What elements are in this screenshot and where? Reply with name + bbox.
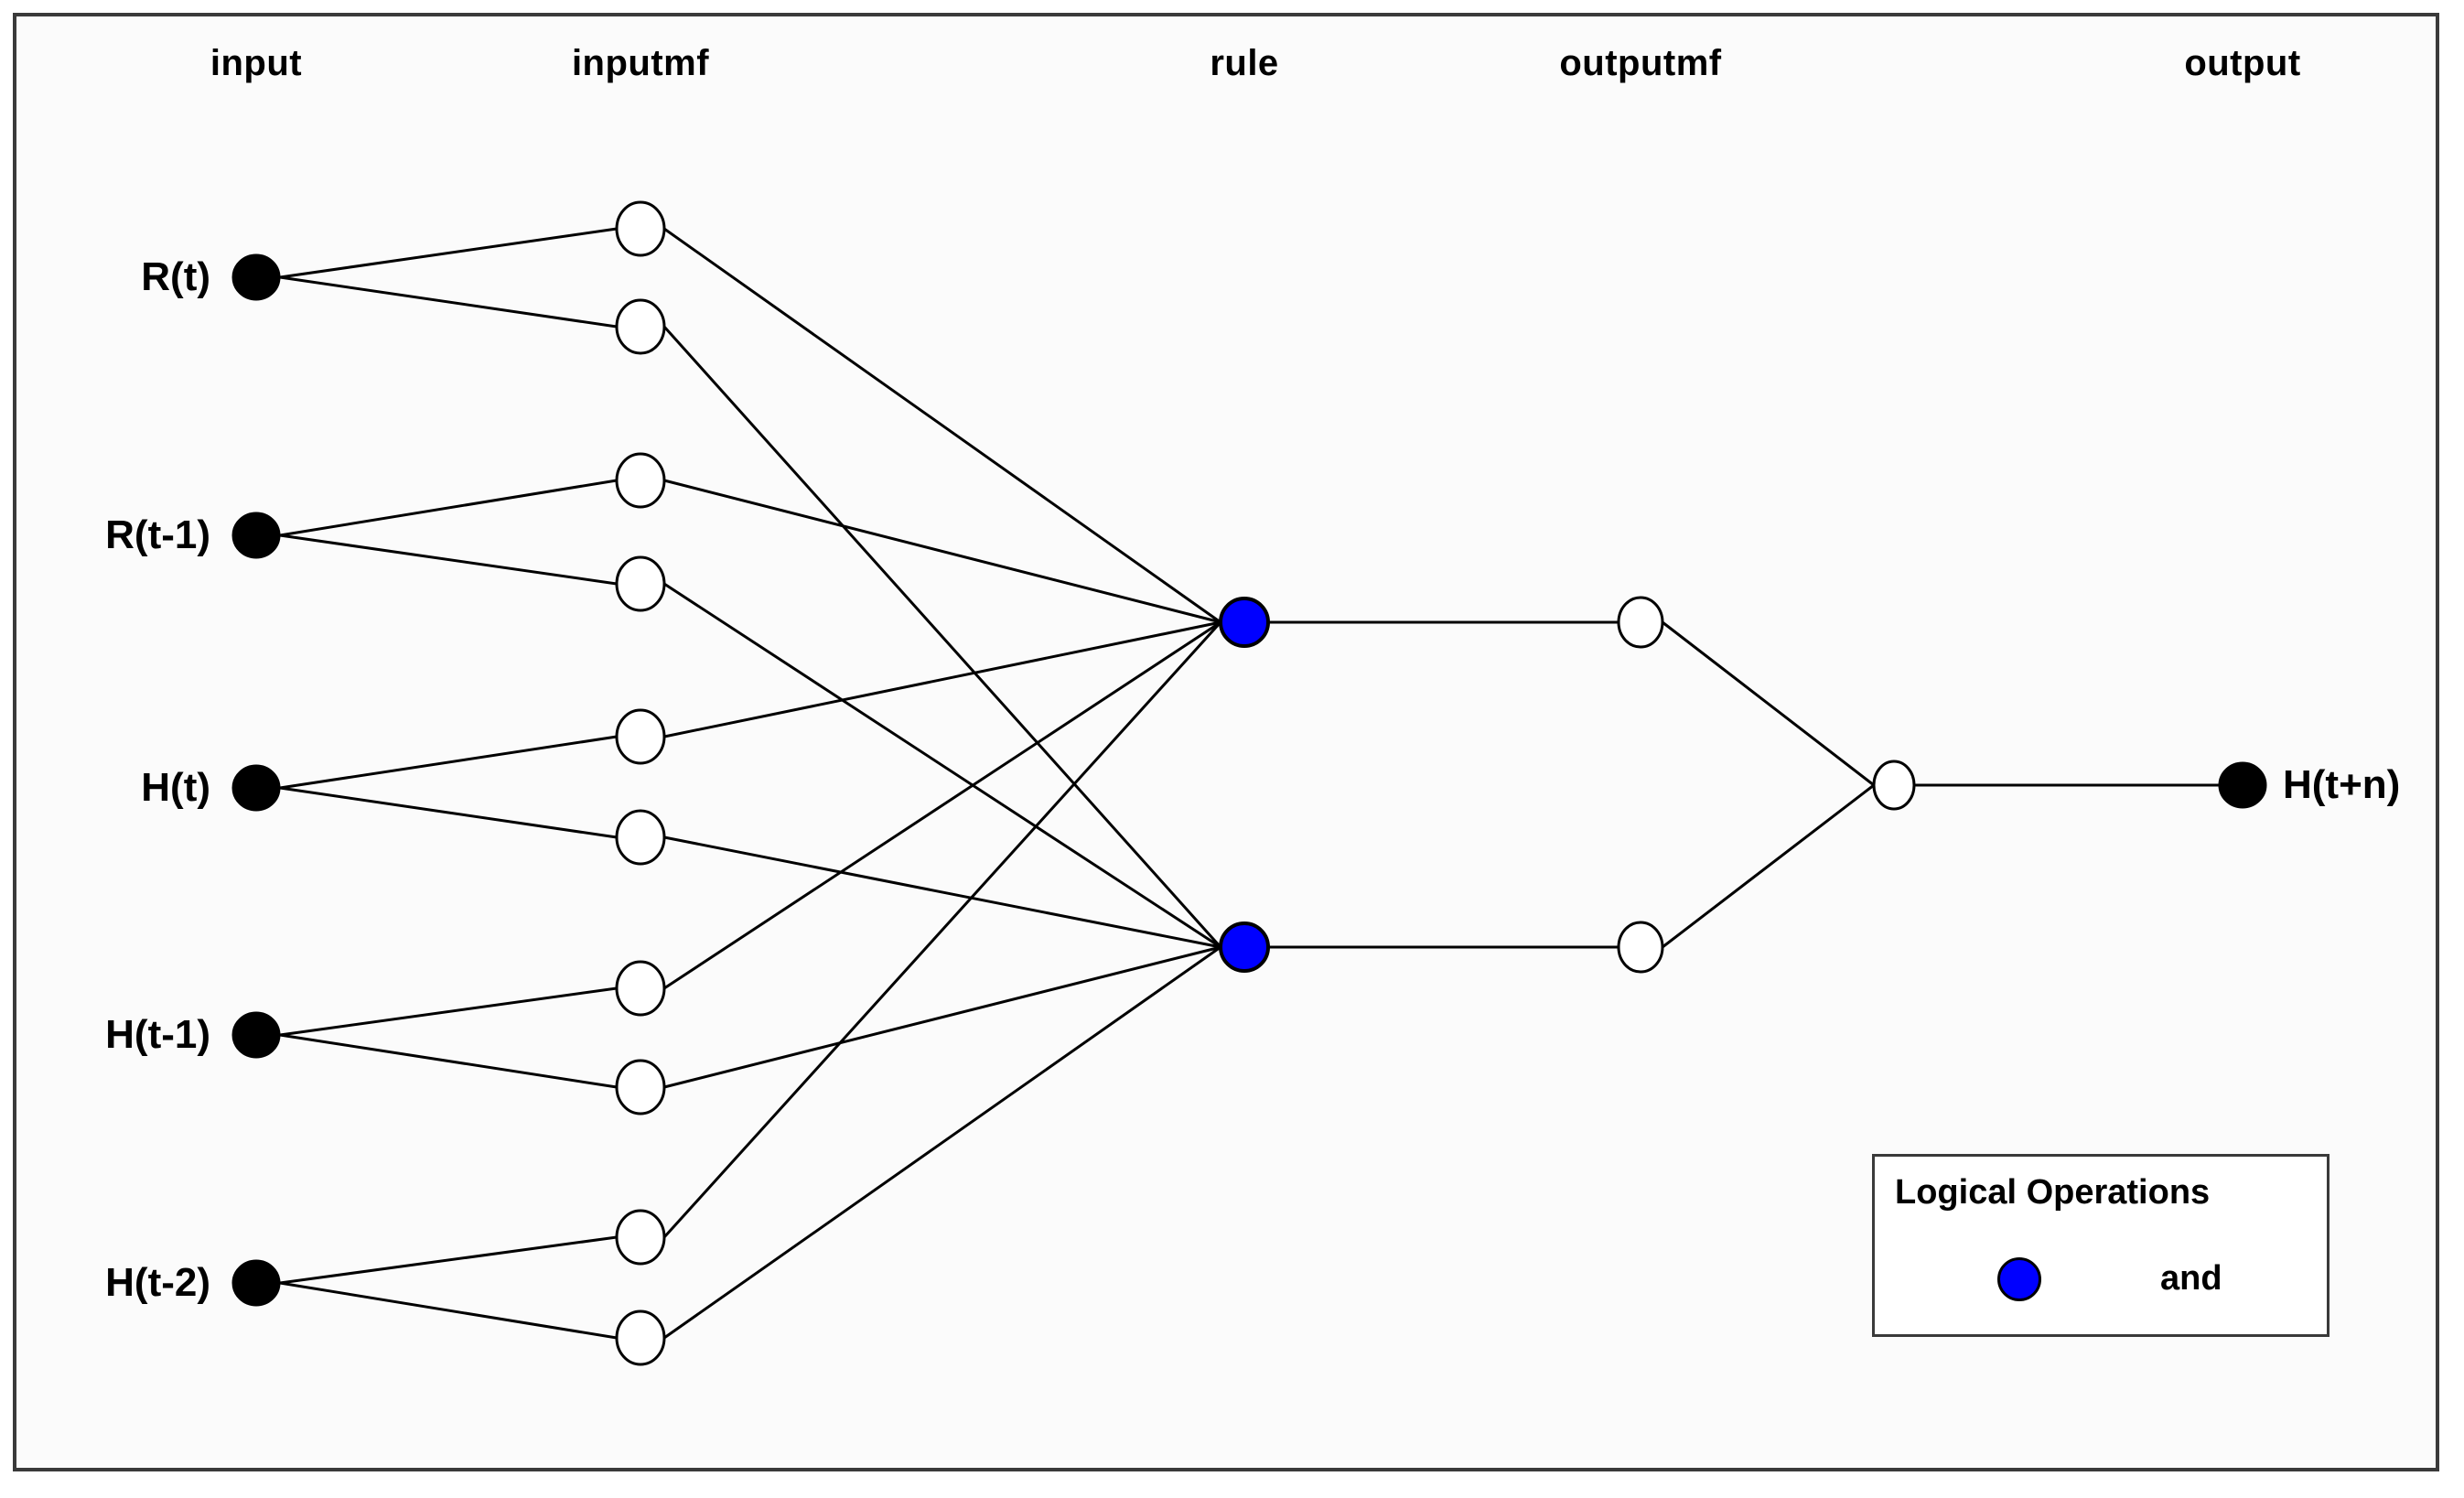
input-label-h-t: H(t) [141, 765, 210, 810]
legend-panel: Logical Operations and [1872, 1154, 2330, 1337]
column-header-output: output [2184, 43, 2301, 83]
legend-swatch-and-icon [1997, 1257, 2041, 1301]
legend-item-label-and: and [2160, 1259, 2222, 1298]
input-label-r-t: R(t) [141, 254, 210, 299]
column-header-input: input [210, 43, 303, 83]
input-label-h-t-1: H(t-1) [105, 1012, 210, 1057]
legend-title: Logical Operations [1895, 1173, 2211, 1212]
column-header-inputmf: inputmf [571, 43, 710, 83]
input-label-r-t-1: R(t-1) [105, 512, 210, 557]
column-header-rule: rule [1210, 43, 1279, 83]
input-label-h-t-2: H(t-2) [105, 1260, 210, 1305]
column-header-outputmf: outputmf [1559, 43, 1722, 83]
output-label-h-t-plus-n: H(t+n) [2283, 762, 2401, 807]
